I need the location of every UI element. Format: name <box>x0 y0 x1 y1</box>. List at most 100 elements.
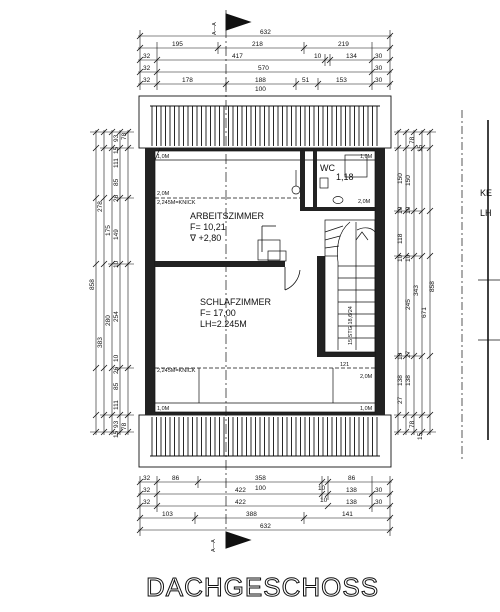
dim-right-col2-6: 78 <box>409 420 416 428</box>
dimension-tick <box>92 144 100 152</box>
note-height-10-d: 1,0M <box>360 406 373 412</box>
dim-left-col4-7: 254 <box>113 311 120 322</box>
dimension-tick <box>394 144 402 152</box>
dim-right-col4-a: 27 <box>405 350 412 358</box>
dimension-tick <box>108 144 116 152</box>
dim-bottom-r1-a: 32 <box>143 475 151 482</box>
wc-fixtures <box>291 154 368 204</box>
dim-bottom-r1-c: 358 <box>255 475 266 482</box>
roof-hatch-top <box>151 106 378 146</box>
dimension-tick <box>410 428 418 436</box>
dimension-tick <box>402 128 410 136</box>
section-label-top: A—A <box>212 22 218 35</box>
dimension-tick <box>402 144 410 152</box>
dimension-tick <box>426 352 434 360</box>
note-height-10-b: 1,0M <box>360 154 373 160</box>
dim-left-col4-12: 93 <box>113 420 120 428</box>
dimension-tick <box>124 411 132 419</box>
dimension-tick <box>418 352 426 360</box>
note-height-20-c: 2,0M <box>358 199 371 205</box>
dimension-tick <box>402 252 410 260</box>
dim-left-col3-b: 280 <box>105 315 112 326</box>
dim-top-r2-c: 219 <box>338 41 349 48</box>
dim-left-col4-1: 15 <box>113 146 120 154</box>
dim-bottom-r3-c: 138 <box>346 499 357 506</box>
room-area-arbeitszimmer: F= 10,21 <box>190 222 226 232</box>
dimension-tick <box>426 411 434 419</box>
dimension-tick <box>402 207 410 215</box>
dim-right-col3-0: 150 <box>405 175 412 186</box>
dimension-tick <box>402 428 410 436</box>
dim-top-r5-d: 51 <box>302 77 310 84</box>
right-dimension-lines <box>394 130 436 435</box>
dimension-tick <box>426 207 434 215</box>
dimension-tick <box>426 128 434 136</box>
adjacent-label-ke: KE <box>480 188 492 198</box>
dim-top-r2-b: 218 <box>252 41 263 48</box>
dimension-tick <box>124 260 132 268</box>
note-height-20-b: 2,0M <box>360 374 373 380</box>
dimension-tick <box>92 411 100 419</box>
dimension-tick <box>402 411 410 419</box>
dim-left-col4-3: 85 <box>113 178 120 186</box>
roof-hatch-bottom <box>151 417 378 456</box>
top-dimension-ticks <box>136 32 394 88</box>
adjacent-drawing-edge <box>461 110 500 460</box>
dim-right-col1-c: 245 <box>405 299 412 310</box>
dimension-tick <box>418 128 426 136</box>
dim-left-col2-b: 383 <box>97 337 104 348</box>
door-swing <box>261 225 301 291</box>
dimension-tick <box>394 252 402 260</box>
dimension-tick <box>92 194 100 202</box>
dim-left-outer: 858 <box>89 279 96 290</box>
dimension-tick <box>116 194 124 202</box>
bottom-dimension-lines <box>138 476 392 536</box>
dim-right-col1-b: 343 <box>413 285 420 296</box>
dim-top-r3-b: 417 <box>232 53 243 60</box>
note-stair: 15 STG 18,6/24 <box>348 306 354 345</box>
roof-overhang-bottom <box>138 414 392 468</box>
dim-top-r4-c: 30 <box>375 65 383 72</box>
plan-title: DACHGESCHOSS <box>146 572 379 602</box>
room-height-schlafzimmer: LH=2.245M <box>200 319 247 329</box>
dim-left-col4-6: 10 <box>113 260 120 268</box>
dimension-tick <box>410 352 418 360</box>
dimension-tick <box>100 144 108 152</box>
staircase <box>324 219 376 353</box>
dim-left-col5-b: 78 <box>121 422 128 430</box>
dim-left-col4-13: 15 <box>113 430 120 438</box>
dimension-tick <box>410 144 418 152</box>
dim-left-col4-10: 85 <box>113 382 120 390</box>
dimension-tick <box>394 411 402 419</box>
roof-overhang-top <box>138 95 392 149</box>
dim-bottom-r1-b: 86 <box>172 475 180 482</box>
left-dimension-ticks <box>92 128 132 436</box>
note-height-10-c: 1,0M <box>157 406 170 412</box>
dim-bottom-r3-a: 32 <box>143 499 151 506</box>
dim-bottom-r4-a: 103 <box>162 511 173 518</box>
dimension-tick <box>410 411 418 419</box>
dimension-tick <box>410 128 418 136</box>
note-height-10-a: 1,0M <box>157 154 170 160</box>
dim-bottom-r1b: 100 <box>255 485 266 492</box>
section-label-bottom: A—A <box>211 539 217 552</box>
dimension-tick <box>108 428 116 436</box>
dimension-tick <box>418 207 426 215</box>
dimension-tick <box>410 252 418 260</box>
dim-top-r3-e: 30 <box>375 53 383 60</box>
note-knick-bottom: 2,245M=KNICK <box>157 368 196 374</box>
dim-top-r3-c: 10 <box>314 53 322 60</box>
note-knick-top: 2,245M=KNICK <box>157 200 196 206</box>
dim-bottom-r2-d: 138 <box>346 487 357 494</box>
room-area-schlafzimmer: F= 17,00 <box>200 308 236 318</box>
dimension-tick <box>92 364 100 372</box>
dim-left-col4-2: 111 <box>113 158 120 168</box>
dimension-tick <box>92 428 100 436</box>
dim-left-col3-a: 175 <box>105 225 112 236</box>
dim-left-col4-11: 111 <box>113 400 120 410</box>
dimension-tick <box>92 260 100 268</box>
dim-top-r5-b: 178 <box>182 77 193 84</box>
dim-right-col2-5: 15 <box>417 144 424 152</box>
dimension-tick <box>124 128 132 136</box>
dim-bottom-r4-c: 141 <box>342 511 353 518</box>
